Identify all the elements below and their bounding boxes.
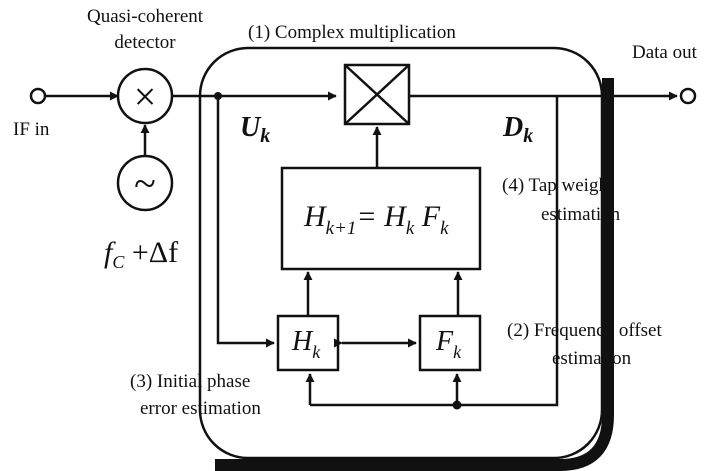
tap-weight-label-line1: (4) Tap weight: [502, 175, 614, 196]
tap-weight-label-line2: estimation: [541, 204, 621, 225]
initial-phase-label-line2: error estimation: [140, 398, 261, 419]
d-feedback-line: [310, 96, 559, 407]
if-in-label: IF in: [13, 119, 50, 140]
update-equation-box: [280, 166, 482, 271]
initial-phase-label-line1: (3) Initial phase: [130, 371, 250, 392]
complex-mult-diag2: [344, 64, 410, 125]
carrier-frequency-label: fC +Δf: [104, 236, 178, 272]
freq-offset-label-line1: (2) Frequency offset: [507, 320, 662, 341]
freq-offset-label-line2: estimation: [552, 348, 632, 369]
fk-box: [418, 314, 482, 372]
fk-label: Fk: [435, 326, 462, 362]
mixer-symbol: ×: [134, 74, 157, 119]
outer-box-shadow: [215, 78, 614, 471]
complex-mult-label: (1) Complex multiplication: [248, 22, 456, 43]
u-to-hk-line: [216, 96, 275, 348]
oscillator-symbol: ~: [134, 161, 156, 206]
hk-box: [276, 314, 340, 372]
outer-box: [198, 46, 604, 460]
data-out-terminal: [679, 87, 697, 105]
data-out-label: Data out: [632, 42, 698, 63]
u-k-label: Uk: [240, 112, 270, 147]
update-equation: Hk+1= Hk Fk: [303, 200, 449, 239]
hk-label: Hk: [291, 326, 321, 362]
d-k-label: Dk: [502, 112, 533, 147]
feedback-junction: [452, 400, 462, 410]
qc-detector-label-line2: detector: [114, 32, 176, 53]
if-in-terminal: [29, 87, 47, 105]
qc-detector-label-line1: Quasi-coherent: [87, 6, 204, 27]
